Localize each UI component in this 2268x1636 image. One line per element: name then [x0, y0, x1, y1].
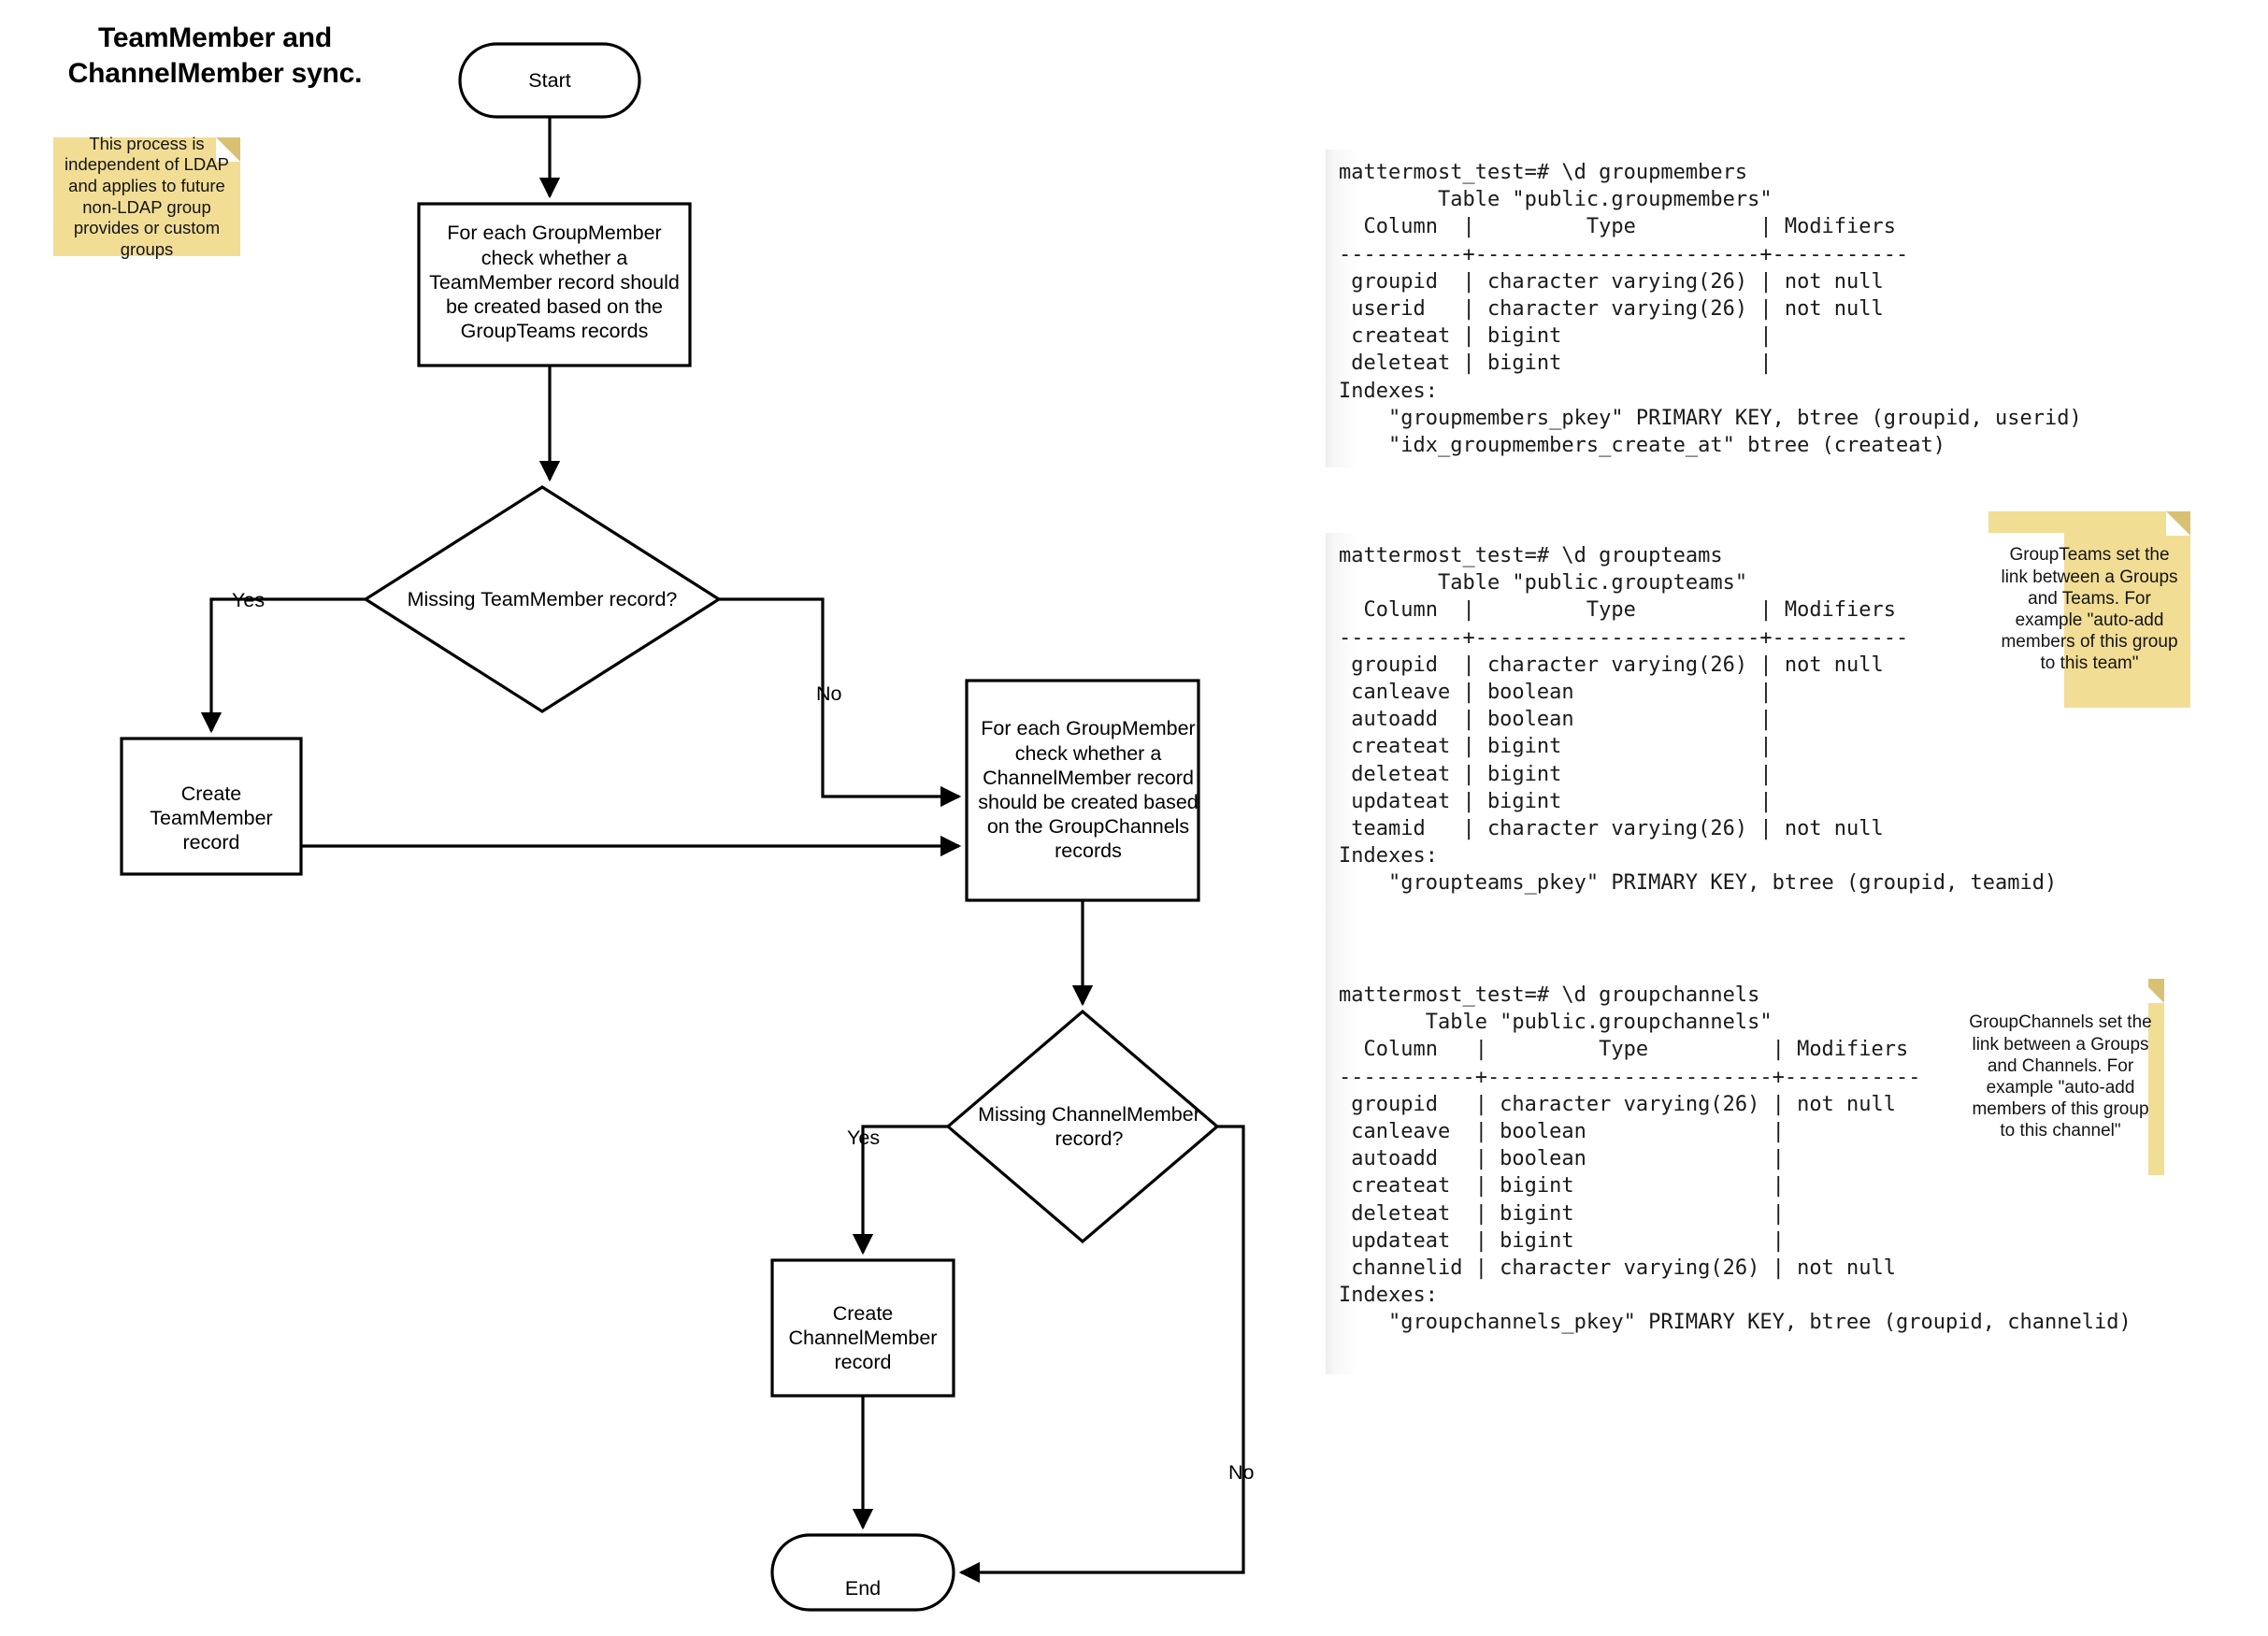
edge-label-decision1-yes: Yes	[232, 589, 266, 611]
flowchart-graphic	[120, 42, 1245, 1612]
node-end	[770, 1533, 955, 1612]
terminal-output-groupchannels: mattermost_test=# \d groupchannels Table…	[1326, 972, 2148, 1374]
edge-decision2-no	[958, 1125, 1245, 1584]
node-process-channelmember-check	[965, 679, 1200, 902]
node-create-channelmember	[770, 1258, 955, 1398]
node-process-teammember-check	[417, 202, 692, 367]
edge-label-decision1-no: No	[816, 682, 842, 705]
node-decision-missing-channelmember	[945, 1009, 1220, 1244]
terminal-output-groupmembers: mattermost_test=# \d groupmembers Table …	[1326, 150, 2082, 467]
node-start	[458, 42, 641, 119]
sticky-note-groupteams: GroupTeams set the link between a Groups…	[1988, 511, 2190, 708]
sticky-note-ldap: This process is independent of LDAP and …	[53, 134, 240, 259]
edge-decision1-yes	[200, 597, 366, 734]
sticky-note-groupchannels-text: GroupChannels set the link between a Gro…	[1969, 1012, 2152, 1141]
terminal-output-groupteams: mattermost_test=# \d groupteams Table "p…	[1326, 533, 2064, 1000]
node-decision-missing-teammember	[363, 485, 722, 713]
edge-decision1-no	[719, 597, 962, 808]
edge-decision2-yes	[852, 1125, 948, 1256]
edge-label-decision2-no: No	[1228, 1461, 1255, 1484]
sticky-note-ldap-text: This process is independent of LDAP and …	[65, 133, 229, 259]
node-create-teammember	[120, 737, 303, 876]
sticky-note-groupteams-text: GroupTeams set the link between a Groups…	[2001, 545, 2178, 674]
edge-label-decision2-yes: Yes	[847, 1127, 881, 1149]
